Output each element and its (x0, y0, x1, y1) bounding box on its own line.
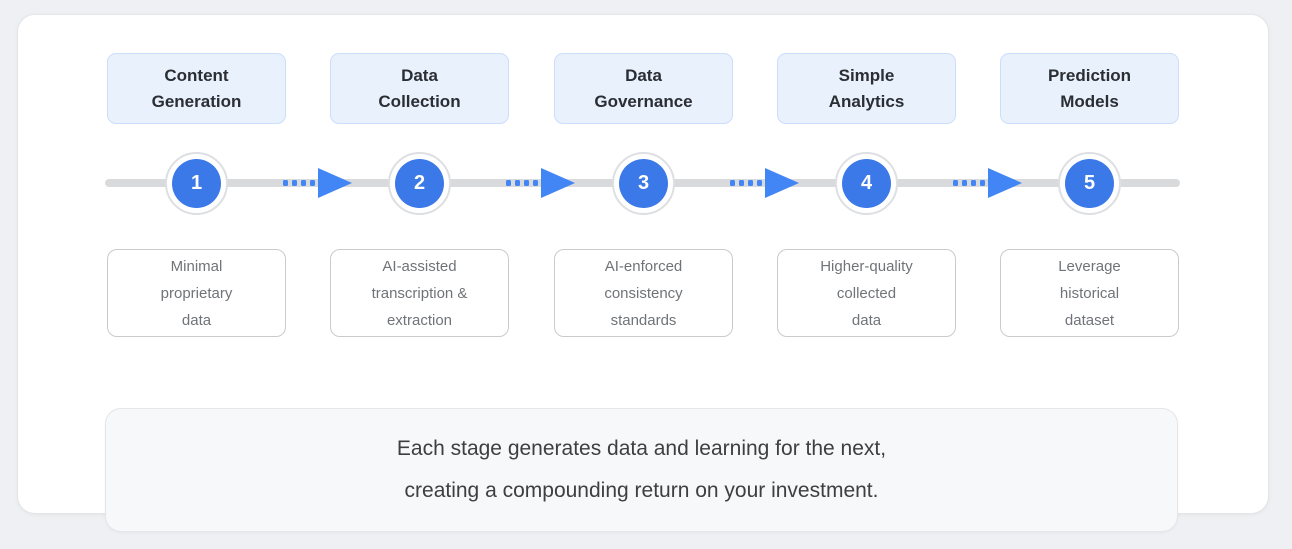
stage-1-label-box: Content Generation (107, 53, 286, 124)
stage-2-description-box: AI-assisted transcription & extraction (330, 249, 509, 337)
stage-description-line: dataset (1064, 311, 1115, 329)
stage-1-description-box: Minimal proprietary data (107, 249, 286, 337)
stage-5-circle: 5 (1058, 152, 1121, 215)
stage-label-line: Content (164, 65, 229, 85)
stage-4-description-box: Higher-quality collected data (777, 249, 956, 337)
stage-description-line: data (181, 311, 212, 329)
stage-2-circle: 2 (388, 152, 451, 215)
stage-number: 2 (395, 159, 444, 208)
arrow-dashes (953, 180, 985, 186)
stage-5-label-box: Prediction Models (1000, 53, 1179, 124)
stage-description-line: Leverage (1058, 257, 1121, 275)
stage-5-description-box: Leverage historical dataset (1000, 249, 1179, 337)
flow-arrow-icon (730, 168, 799, 198)
stage-4: Simple Analytics 4 Higher-quality collec… (777, 53, 956, 337)
stage-label-line: Generation (151, 91, 242, 111)
stage-label-line: Models (1060, 91, 1119, 111)
stage-5: Prediction Models 5 Leverage historical … (1000, 53, 1179, 337)
stage-description-line: Higher-quality (820, 257, 913, 275)
stage-description-line: Minimal (170, 257, 223, 275)
stage-label-line: Collection (378, 91, 461, 111)
stage-description-line: AI-assisted (382, 257, 457, 275)
stage-description-line: consistency (604, 284, 683, 302)
stage-3: Data Governance 3 AI-enforced consistenc… (554, 53, 733, 337)
stage-label-line: Simple (838, 65, 895, 85)
stage-number: 3 (619, 159, 668, 208)
stage-2: Data Collection 2 AI-assisted transcript… (330, 53, 509, 337)
stage-number: 4 (842, 159, 891, 208)
arrow-head (318, 168, 352, 198)
stage-1: Content Generation 1 Minimal proprietary… (107, 53, 286, 337)
stage-description-line: historical (1059, 284, 1120, 302)
stage-label-line: Governance (594, 91, 693, 111)
stage-description-line: AI-enforced (604, 257, 683, 275)
flow-arrow-icon (953, 168, 1022, 198)
flow-arrow-icon (283, 168, 352, 198)
stage-label-line: Prediction (1047, 65, 1132, 85)
arrow-dashes (730, 180, 762, 186)
stage-4-circle: 4 (835, 152, 898, 215)
stage-3-label-box: Data Governance (554, 53, 733, 124)
flow-arrow-icon (506, 168, 575, 198)
arrow-head (541, 168, 575, 198)
footer-note: Each stage generates data and learning f… (105, 408, 1178, 532)
stage-3-description-box: AI-enforced consistency standards (554, 249, 733, 337)
stage-description-line: standards (610, 311, 677, 329)
stage-3-circle: 3 (612, 152, 675, 215)
stage-number: 1 (172, 159, 221, 208)
stage-label-line: Analytics (828, 91, 905, 111)
arrow-dashes (283, 180, 315, 186)
arrow-head (988, 168, 1022, 198)
stage-description-line: transcription & (371, 284, 468, 302)
stage-description-line: extraction (386, 311, 453, 329)
stage-description-line: proprietary (160, 284, 233, 302)
stage-2-label-box: Data Collection (330, 53, 509, 124)
stage-description-line: collected (836, 284, 897, 302)
stage-1-circle: 1 (165, 152, 228, 215)
stage-label-line: Data (625, 65, 662, 85)
arrow-head (765, 168, 799, 198)
footer-note-line: Each stage generates data and learning f… (396, 437, 887, 460)
stage-description-line: data (851, 311, 882, 329)
arrow-dashes (506, 180, 538, 186)
stage-4-label-box: Simple Analytics (777, 53, 956, 124)
stage-number: 5 (1065, 159, 1114, 208)
footer-note-line: creating a compounding return on your in… (404, 479, 879, 502)
stage-label-line: Data (401, 65, 438, 85)
